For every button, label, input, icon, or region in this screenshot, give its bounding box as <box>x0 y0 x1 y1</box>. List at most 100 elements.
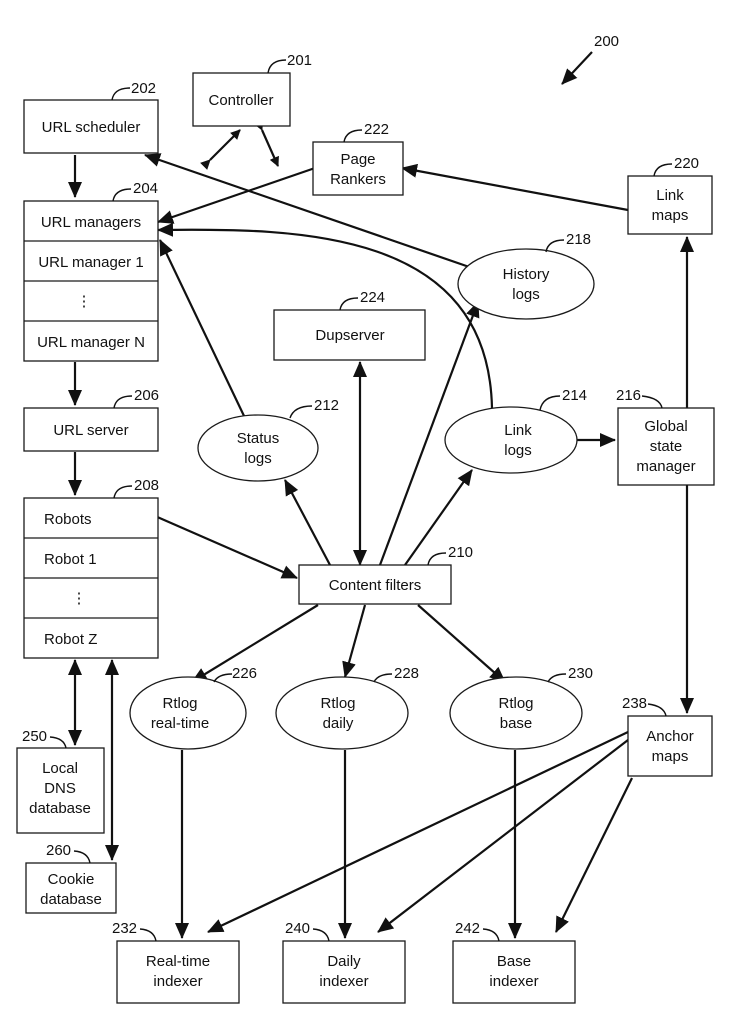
edge-anchormaps-base-indexer <box>555 777 633 933</box>
node-rtlog-base-line-0: Rtlog <box>498 695 533 712</box>
node-link-logs: Link logs <box>444 406 578 474</box>
node-local-dns-line-2: database <box>29 800 91 817</box>
node-url-managers: URL managers URL manager 1 ⋮ URL manager… <box>23 200 159 362</box>
node-page-rankers-line-0: Page <box>340 151 375 168</box>
edge-robots-contentfilters <box>154 514 298 580</box>
node-rtlog-base: Rtlog base <box>449 676 583 750</box>
node-robots-row-3: Robot Z <box>44 631 97 648</box>
node-anchor-maps: Anchor maps <box>627 715 713 777</box>
edge-historylogs-scheduler <box>144 153 479 272</box>
node-robots: Robots Robot 1 ⋮ Robot Z <box>23 497 159 659</box>
edge-controller-right <box>253 119 280 167</box>
node-status-logs: Status logs <box>197 414 319 482</box>
node-rtlog-realtime: Rtlog real-time <box>129 676 247 750</box>
ref-210: 210 <box>448 544 473 561</box>
node-daily-indexer-line-1: indexer <box>319 973 368 990</box>
node-rtlog-realtime-line-1: real-time <box>151 715 209 732</box>
ref-204: 204 <box>133 180 158 197</box>
ref-201: 201 <box>287 52 312 69</box>
edge-pagerankers-managers <box>157 166 316 224</box>
ref-228: 228 <box>394 665 419 682</box>
node-status-logs-line-1: logs <box>244 450 272 467</box>
node-url-server-label: URL server <box>53 422 128 439</box>
node-page-rankers-line-1: Rankers <box>330 171 386 188</box>
ref-216: 216 <box>616 387 641 404</box>
node-history-logs-line-1: logs <box>512 286 540 303</box>
node-url-server: URL server <box>23 407 159 452</box>
node-rtlog-daily-line-0: Rtlog <box>320 695 355 712</box>
node-url-scheduler: URL scheduler <box>23 99 159 154</box>
ref-222: 222 <box>364 121 389 138</box>
ref-232: 232 <box>112 920 137 937</box>
ref-214: 214 <box>562 387 587 404</box>
node-dupserver-label: Dupserver <box>315 327 384 344</box>
node-dupserver: Dupserver <box>273 309 426 361</box>
node-base-indexer: Base indexer <box>452 940 576 1004</box>
ref-202: 202 <box>131 80 156 97</box>
node-daily-indexer: Daily indexer <box>282 940 406 1004</box>
node-link-logs-line-1: logs <box>504 442 532 459</box>
node-gsm-line-0: Global <box>644 418 687 435</box>
node-local-dns-line-1: DNS <box>44 780 76 797</box>
node-history-logs: History logs <box>457 248 595 320</box>
edge-contentfilters-historylogs <box>378 301 480 566</box>
node-url-managers-row-2: ⋮ <box>77 293 92 310</box>
node-status-logs-line-0: Status <box>237 430 280 447</box>
node-daily-indexer-line-0: Daily <box>327 953 361 970</box>
node-local-dns-line-0: Local <box>42 760 78 777</box>
node-base-indexer-line-0: Base <box>497 953 531 970</box>
node-local-dns-database: Local DNS database <box>16 747 105 834</box>
ref-238: 238 <box>622 695 647 712</box>
ref-226: 226 <box>232 665 257 682</box>
node-url-managers-row-1: URL manager 1 <box>38 254 143 271</box>
node-content-filters-label: Content filters <box>329 577 422 594</box>
node-rtlog-realtime-line-0: Rtlog <box>162 695 197 712</box>
node-gsm-line-2: manager <box>636 458 695 475</box>
node-robots-row-0: Robots <box>44 511 92 528</box>
node-history-logs-line-0: History <box>503 266 550 283</box>
ref-218: 218 <box>566 231 591 248</box>
edge-anchormaps-realtime-indexer <box>207 731 629 933</box>
edge-contentfilters-linklogs <box>404 469 473 566</box>
edge-controller-left <box>200 129 241 170</box>
node-cookie-db-line-1: database <box>40 891 102 908</box>
ref-208: 208 <box>134 477 159 494</box>
node-link-maps-line-0: Link <box>656 187 684 204</box>
node-cookie-db-line-0: Cookie <box>48 871 95 888</box>
edge-contentfilters-rtlog-daily <box>342 604 367 678</box>
node-rtlog-base-line-1: base <box>500 715 533 732</box>
node-global-state-manager: Global state manager <box>617 407 715 486</box>
ref-224: 224 <box>360 289 385 306</box>
ref-250: 250 <box>22 728 47 745</box>
ref-212: 212 <box>314 397 339 414</box>
node-link-maps-line-1: maps <box>652 207 689 224</box>
node-anchor-maps-line-0: Anchor <box>646 728 694 745</box>
node-rtlog-daily: Rtlog daily <box>275 676 409 750</box>
node-url-managers-row-3: URL manager N <box>37 334 145 351</box>
edges <box>68 51 694 939</box>
node-page-rankers: Page Rankers <box>312 141 404 196</box>
figure-pointer-arrow <box>561 51 593 85</box>
edge-contentfilters-statuslogs <box>284 479 331 566</box>
node-cookie-database: Cookie database <box>25 862 117 914</box>
edge-contentfilters-rtlog-realtime <box>191 604 319 683</box>
node-controller-label: Controller <box>208 92 273 109</box>
node-anchor-maps-line-1: maps <box>652 748 689 765</box>
ref-206: 206 <box>134 387 159 404</box>
node-robots-row-2: ⋮ <box>72 590 87 607</box>
ref-220: 220 <box>674 155 699 172</box>
figure-number: 200 <box>594 33 619 50</box>
node-controller: Controller <box>192 72 291 127</box>
node-rtlog-daily-line-1: daily <box>323 715 354 732</box>
ref-260: 260 <box>46 842 71 859</box>
node-robots-row-1: Robot 1 <box>44 551 97 568</box>
ref-242: 242 <box>455 920 480 937</box>
edge-statuslogs-managers <box>159 239 246 419</box>
reference-numerals: 200 201 202 222 220 204 218 224 206 212 … <box>22 33 699 942</box>
edge-linklogs-managers <box>157 222 494 409</box>
node-link-maps: Link maps <box>627 175 713 235</box>
node-base-indexer-line-1: indexer <box>489 973 538 990</box>
node-gsm-line-1: state <box>650 438 683 455</box>
